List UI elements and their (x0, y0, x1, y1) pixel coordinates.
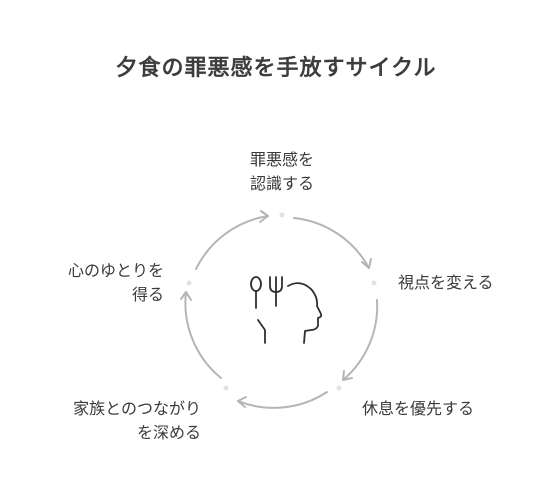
diagram-title: 夕食の罪悪感を手放すサイクル (115, 56, 437, 81)
arrowhead-1-to-2 (361, 258, 372, 269)
step-3-line-1: 休息を優先する (362, 399, 475, 418)
step-5-line-1: 心のゆとりを (67, 261, 164, 280)
arc-2-to-3 (342, 299, 379, 381)
arc-1-to-2 (293, 217, 370, 269)
step-4-line-1: 家族とのつながり (73, 399, 201, 418)
step-dot-3 (336, 385, 342, 391)
step-label-gain-peace-of-mind: 心のゆとりを 得る (30, 259, 164, 307)
arrowhead-2-to-3 (342, 370, 353, 381)
arrowhead-5-to-1 (259, 210, 269, 223)
step-label-prioritize-rest: 休息を優先する (362, 397, 474, 421)
step-1-line-2: 認識する (249, 174, 314, 193)
step-label-recognize-guilt: 罪悪感を 認識する (222, 148, 342, 196)
arc-4-to-5 (184, 291, 222, 379)
step-label-deepen-family-bonds: 家族とのつながり を深める (30, 397, 201, 445)
arc-3-to-4 (237, 391, 328, 409)
step-2-line-1: 視点を変える (398, 273, 494, 292)
step-1-line-1: 罪悪感を (249, 150, 314, 169)
arrowhead-4-to-5 (180, 291, 192, 301)
step-dot-4 (223, 385, 229, 391)
step-label-change-perspective: 視点を変える (398, 271, 494, 295)
arrowhead-3-to-4 (237, 396, 247, 408)
step-dot-2 (371, 280, 377, 286)
step-dot-1 (279, 212, 285, 218)
arc-5-to-1 (195, 215, 269, 270)
step-4-line-2: を深める (136, 423, 201, 442)
step-5-line-2: 得る (131, 285, 164, 304)
head-with-utensils-icon (250, 276, 323, 344)
step-dot-5 (186, 280, 192, 286)
